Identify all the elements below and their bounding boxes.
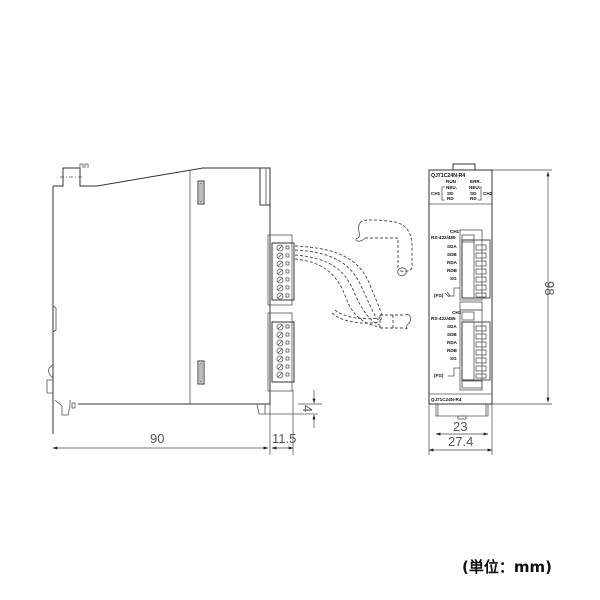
terminal-block-ch1-side	[267, 234, 295, 306]
ch2-terminal-sdb: SDB	[447, 332, 457, 337]
led-err-label: ERR.	[470, 179, 481, 184]
lower-clip-icon	[197, 360, 205, 385]
led-run-label: RUN	[446, 179, 457, 184]
ch1-terminal-sda: SDA	[447, 244, 457, 249]
unit-note: (単位：mm)	[462, 558, 552, 576]
dim-27-4: 27.4	[448, 434, 473, 449]
ch2-ground-icon	[448, 367, 460, 377]
model-label-bottom: QJ71C24N-R4	[431, 397, 462, 402]
front-dimensions: 23 27.4 98	[428, 171, 557, 452]
side-dimensions: 90 11.5 4	[52, 390, 322, 450]
led-group-ch1-label: CH1	[431, 191, 441, 196]
ch1-title: CH1	[450, 229, 460, 234]
ch2-terminal-sda: SDA	[447, 324, 457, 329]
ch2-standard: RS-422/485	[431, 316, 456, 321]
ch1-terminal-rdb: RDB	[447, 268, 458, 273]
terminal-block-ch2-side	[267, 312, 295, 392]
front-view: QJ71C24N-R4 RUN ERR. NEU. SD RD NEU. SD …	[428, 163, 557, 455]
ch2-terminal-block: CH2 RS-422/485 SDA SDB RDA RDB SG (FG)	[431, 301, 491, 391]
ch1-terminal-block: CH1 RS-422/485 SDA SDB RDA RDB SG (FG)	[431, 229, 491, 301]
ch1-ground-icon	[448, 287, 460, 297]
model-label-top: QJ71C24N-R4	[431, 173, 465, 179]
ch1-standard: RS-422/485	[431, 235, 456, 240]
dim-4: 4	[300, 405, 315, 412]
screw-row	[276, 244, 290, 300]
upper-clip-icon	[197, 180, 205, 205]
ch2-title: CH2	[452, 310, 462, 315]
ch2-terminal-sg: SG	[450, 356, 457, 361]
led-ch2-sd: SD	[470, 191, 477, 196]
dim-11-5: 11.5	[272, 431, 296, 446]
dim-98: 98	[542, 281, 557, 295]
led-ch1-sd: SD	[447, 191, 454, 196]
ch1-terminal-rda: RDA	[447, 260, 458, 265]
dim-90: 90	[150, 431, 164, 446]
cable-bundle	[294, 219, 413, 330]
led-ch2-rd: RD	[470, 196, 477, 201]
ch2-terminal-rdb: RDB	[447, 348, 458, 353]
led-ch2-neu: NEU.	[469, 185, 480, 190]
ch2-terminal-rda: RDA	[447, 340, 458, 345]
led-ch1-neu: NEU.	[446, 185, 457, 190]
ch1-fg-label: (FG)	[434, 293, 444, 298]
led-group-ch2-label: CH2	[483, 191, 493, 196]
led-ch1-rd: RD	[447, 196, 454, 201]
ch1-terminal-sg: SG	[450, 276, 457, 281]
side-view: 90 11.5 4	[46, 163, 413, 455]
dim-23: 23	[453, 419, 467, 434]
ch2-fg-label: (FG)	[434, 373, 444, 378]
ch1-terminal-sdb: SDB	[447, 252, 457, 257]
